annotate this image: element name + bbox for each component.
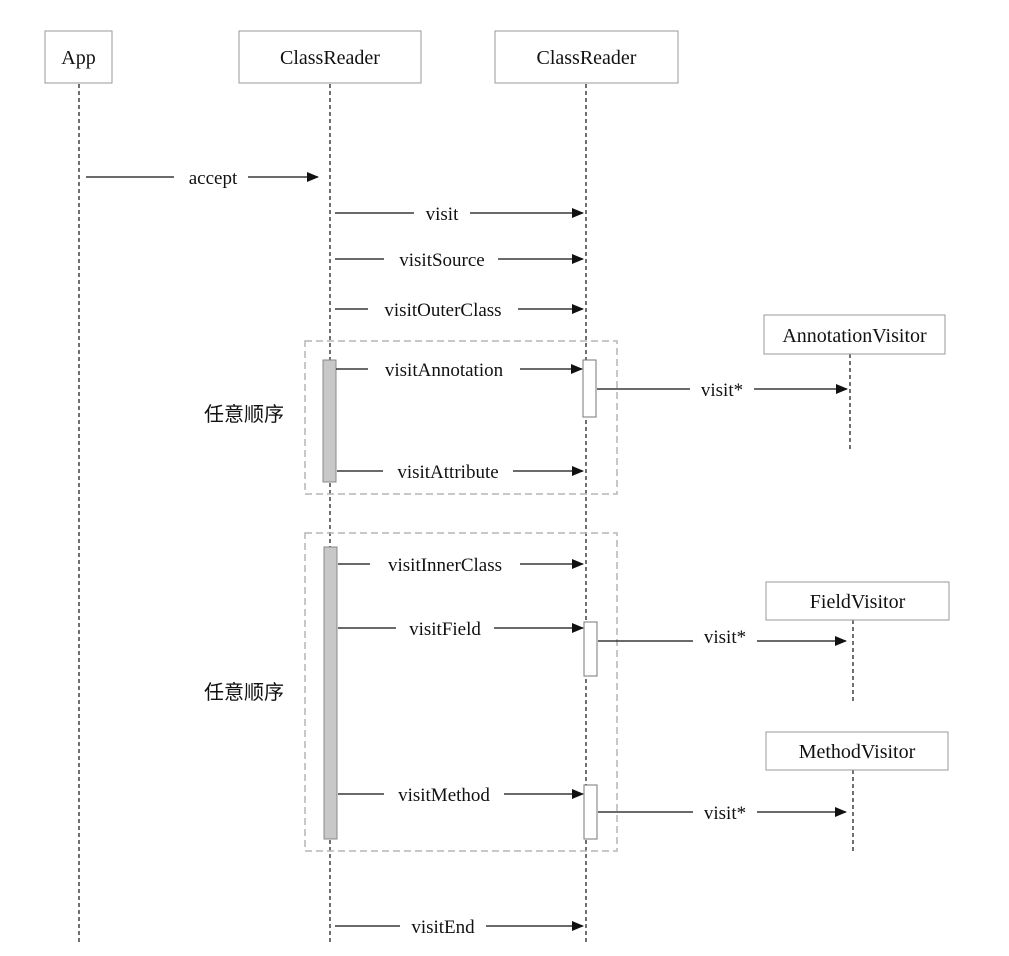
message-annotation-visit: visit* <box>597 376 848 402</box>
annotation-visitor-participant: AnnotationVisitor <box>763 314 946 355</box>
message-visit-method-label: visitMethod <box>398 785 490 806</box>
field-visitor-participant: FieldVisitor <box>765 581 950 621</box>
message-visit-inner-class: visitInnerClass <box>338 551 584 577</box>
activation-bar-method <box>583 784 598 840</box>
app-participant: App <box>44 30 113 84</box>
message-visit-source: visitSource <box>335 246 584 272</box>
message-visit-field: visitField <box>338 615 584 641</box>
message-annotation-visit-label: visit* <box>701 380 743 401</box>
any-order-group-1 <box>304 340 618 495</box>
method-visitor-label: MethodVisitor <box>799 741 916 763</box>
class-reader-1-participant: ClassReader <box>238 30 422 84</box>
message-visit-label: visit <box>426 204 459 225</box>
class-reader-2-participant: ClassReader <box>494 30 679 84</box>
message-accept-label: accept <box>189 168 238 189</box>
field-visitor-label: FieldVisitor <box>810 591 906 613</box>
activation-bar-group-1 <box>322 359 337 483</box>
message-visit: visit <box>335 200 584 226</box>
message-visit-outer-class-label: visitOuterClass <box>384 300 501 321</box>
activation-bar-annotation <box>582 359 597 418</box>
message-method-visit: visit* <box>598 799 847 825</box>
message-visit-inner-class-label: visitInnerClass <box>388 555 502 576</box>
message-visit-end-label: visitEnd <box>411 917 475 938</box>
class-reader-2-label: ClassReader <box>537 47 637 69</box>
message-field-visit-label: visit* <box>704 627 746 648</box>
message-method-visit-label: visit* <box>704 803 746 824</box>
message-visit-attribute: visitAttribute <box>337 458 584 484</box>
any-order-group-2 <box>304 532 618 852</box>
activation-bar-field <box>583 621 598 677</box>
message-visit-field-label: visitField <box>409 619 481 640</box>
class-reader-1-label: ClassReader <box>280 47 380 69</box>
app-label: App <box>61 47 95 69</box>
message-visit-method: visitMethod <box>338 781 584 807</box>
message-field-visit: visit* <box>598 627 847 654</box>
activation-bar-group-2 <box>323 546 338 840</box>
message-visit-annotation-label: visitAnnotation <box>385 360 504 381</box>
method-visitor-participant: MethodVisitor <box>765 731 949 771</box>
message-visit-outer-class: visitOuterClass <box>335 296 584 322</box>
message-visit-source-label: visitSource <box>399 250 485 271</box>
message-visit-end: visitEnd <box>335 913 584 939</box>
annotation-visitor-label: AnnotationVisitor <box>782 325 927 347</box>
message-accept: accept <box>86 164 319 190</box>
any-order-group-1-label: 任意顺序 <box>204 403 284 426</box>
message-visit-annotation: visitAnnotation <box>336 356 583 382</box>
message-visit-attribute-label: visitAttribute <box>397 462 498 483</box>
any-order-group-2-label: 任意顺序 <box>204 681 284 704</box>
